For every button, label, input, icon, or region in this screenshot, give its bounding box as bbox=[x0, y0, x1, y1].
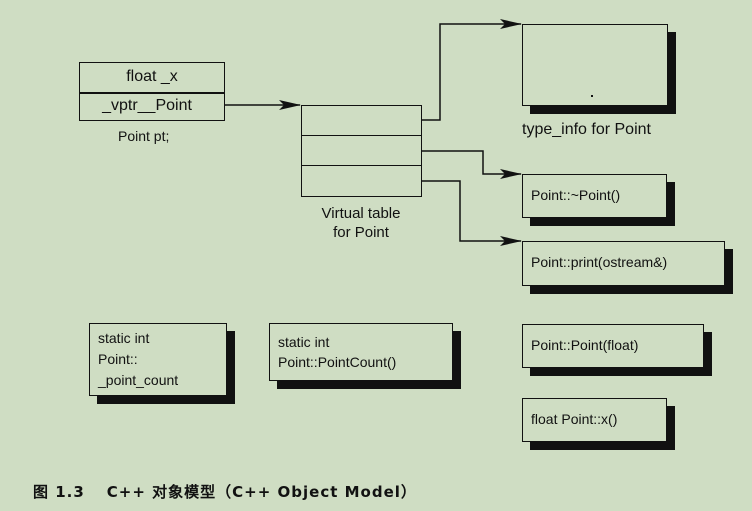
arrow-slot1-to-destructor bbox=[399, 150, 522, 179]
static-function-label: static int Point::PointCount() bbox=[278, 332, 396, 372]
constructor-label: Point::Point(float) bbox=[531, 337, 639, 353]
figure-number: 图 1.3 bbox=[33, 483, 85, 501]
static-data-box: static int Point:: _point_count bbox=[89, 323, 227, 396]
static-data-line3: _point_count bbox=[98, 372, 179, 388]
figure-title: C++ 对象模型（C++ Object Model） bbox=[106, 483, 417, 501]
field-float-x: float _x bbox=[80, 63, 224, 94]
vtable bbox=[301, 105, 422, 197]
accessor-x-label: float Point::x() bbox=[531, 411, 618, 427]
vtable-slot bbox=[302, 136, 421, 166]
arrow-slot2-to-print bbox=[399, 180, 522, 246]
type-info-label: type_info for Point bbox=[522, 121, 651, 138]
constructor-box: Point::Point(float) bbox=[522, 324, 704, 368]
point-object: float _x _vptr__Point bbox=[79, 62, 225, 121]
static-data-label: static int Point:: _point_count bbox=[98, 328, 178, 391]
destructor-box: Point::~Point() bbox=[522, 174, 667, 218]
static-function-line1: static int bbox=[278, 334, 330, 350]
static-data-line1: static int bbox=[98, 330, 150, 346]
vtable-slot bbox=[302, 106, 421, 136]
type-info-dot bbox=[591, 95, 593, 97]
print-label: Point::print(ostream&) bbox=[531, 254, 668, 270]
static-function-box: static int Point::PointCount() bbox=[269, 323, 453, 381]
vtable-label-line1: Virtual table bbox=[321, 205, 401, 222]
field-vptr: _vptr__Point bbox=[102, 97, 192, 114]
static-data-line2: Point:: bbox=[98, 351, 138, 367]
type-info-box bbox=[522, 24, 668, 106]
object-label: Point pt; bbox=[118, 128, 170, 144]
static-function-line2: Point::PointCount() bbox=[278, 354, 397, 370]
accessor-x-box: float Point::x() bbox=[522, 398, 667, 442]
vtable-label-line2: for Point bbox=[333, 224, 389, 241]
destructor-label: Point::~Point() bbox=[531, 187, 621, 203]
print-box: Point::print(ostream&) bbox=[522, 241, 725, 286]
vtable-slot bbox=[302, 166, 421, 195]
figure-caption: 图 1.3 C++ 对象模型（C++ Object Model） bbox=[33, 481, 417, 502]
vtable-label: Virtual table for Point bbox=[301, 204, 421, 242]
